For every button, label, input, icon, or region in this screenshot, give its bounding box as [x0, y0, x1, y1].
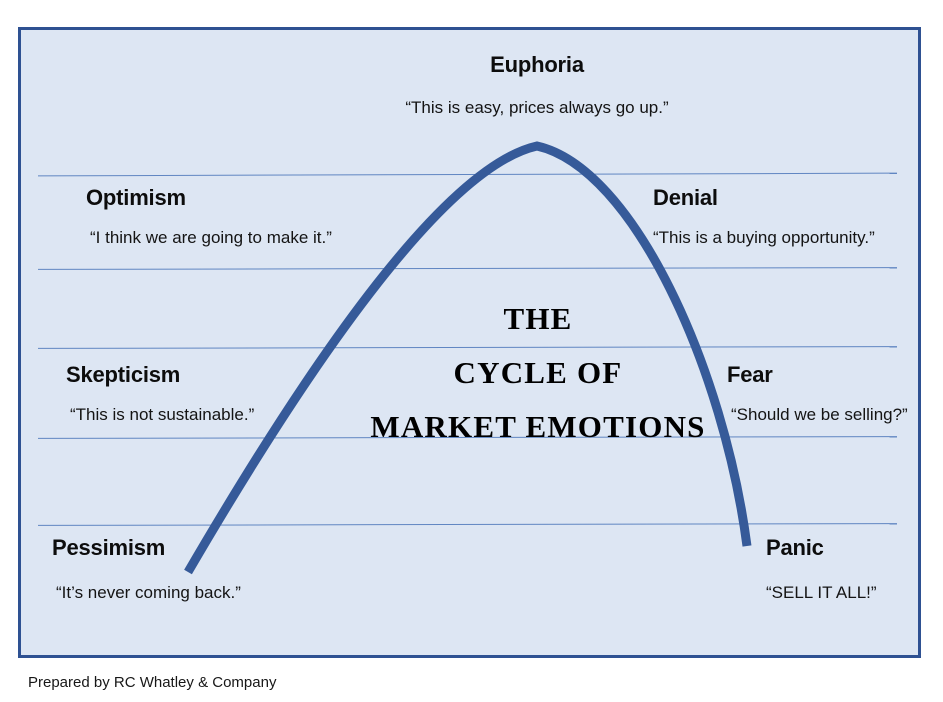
stage-denial-quote: “This is a buying opportunity.”: [653, 228, 875, 247]
stage-panic-label: Panic: [766, 535, 824, 560]
stage-fear-quote: “Should we be selling?”: [731, 405, 908, 424]
stage-panic-quote: “SELL IT ALL!”: [766, 583, 877, 602]
center-title-line-3: MARKET EMOTIONS: [370, 409, 706, 444]
divider-line-5: [37, 523, 898, 526]
stage-skepticism-label: Skepticism: [66, 362, 181, 387]
center-title-line-2: CYCLE OF: [453, 355, 623, 390]
divider-line-1: [38, 172, 897, 177]
stage-fear-label: Fear: [727, 362, 773, 387]
stage-pessimism-label: Pessimism: [52, 535, 166, 560]
stage-pessimism: Pessimism “It’s never coming back.”: [52, 535, 372, 603]
stage-optimism-label: Optimism: [86, 185, 186, 210]
stage-optimism-quote: “I think we are going to make it.”: [90, 228, 332, 247]
center-title-line-1: THE: [503, 301, 573, 336]
diagram-center-title: THE CYCLE OF MARKET EMOTIONS: [343, 292, 733, 454]
stage-euphoria: Euphoria “This is easy, prices always go…: [337, 52, 737, 118]
stage-denial-label: Denial: [653, 185, 718, 210]
stage-skepticism-quote: “This is not sustainable.”: [70, 405, 255, 424]
divider-line-2: [37, 267, 898, 270]
stage-skepticism: Skepticism “This is not sustainable.”: [66, 362, 386, 425]
stage-fear: Fear “Should we be selling?”: [727, 362, 937, 425]
stage-pessimism-quote: “It’s never coming back.”: [56, 583, 241, 602]
stage-optimism: Optimism “I think we are going to make i…: [86, 185, 406, 248]
stage-panic: Panic “SELL IT ALL!”: [766, 535, 943, 603]
footer-caption: Prepared by RC Whatley & Company: [28, 674, 277, 691]
stage-euphoria-quote: “This is easy, prices always go up.”: [405, 98, 669, 117]
stage-denial: Denial “This is a buying opportunity.”: [653, 185, 943, 248]
stage-euphoria-label: Euphoria: [490, 52, 584, 77]
